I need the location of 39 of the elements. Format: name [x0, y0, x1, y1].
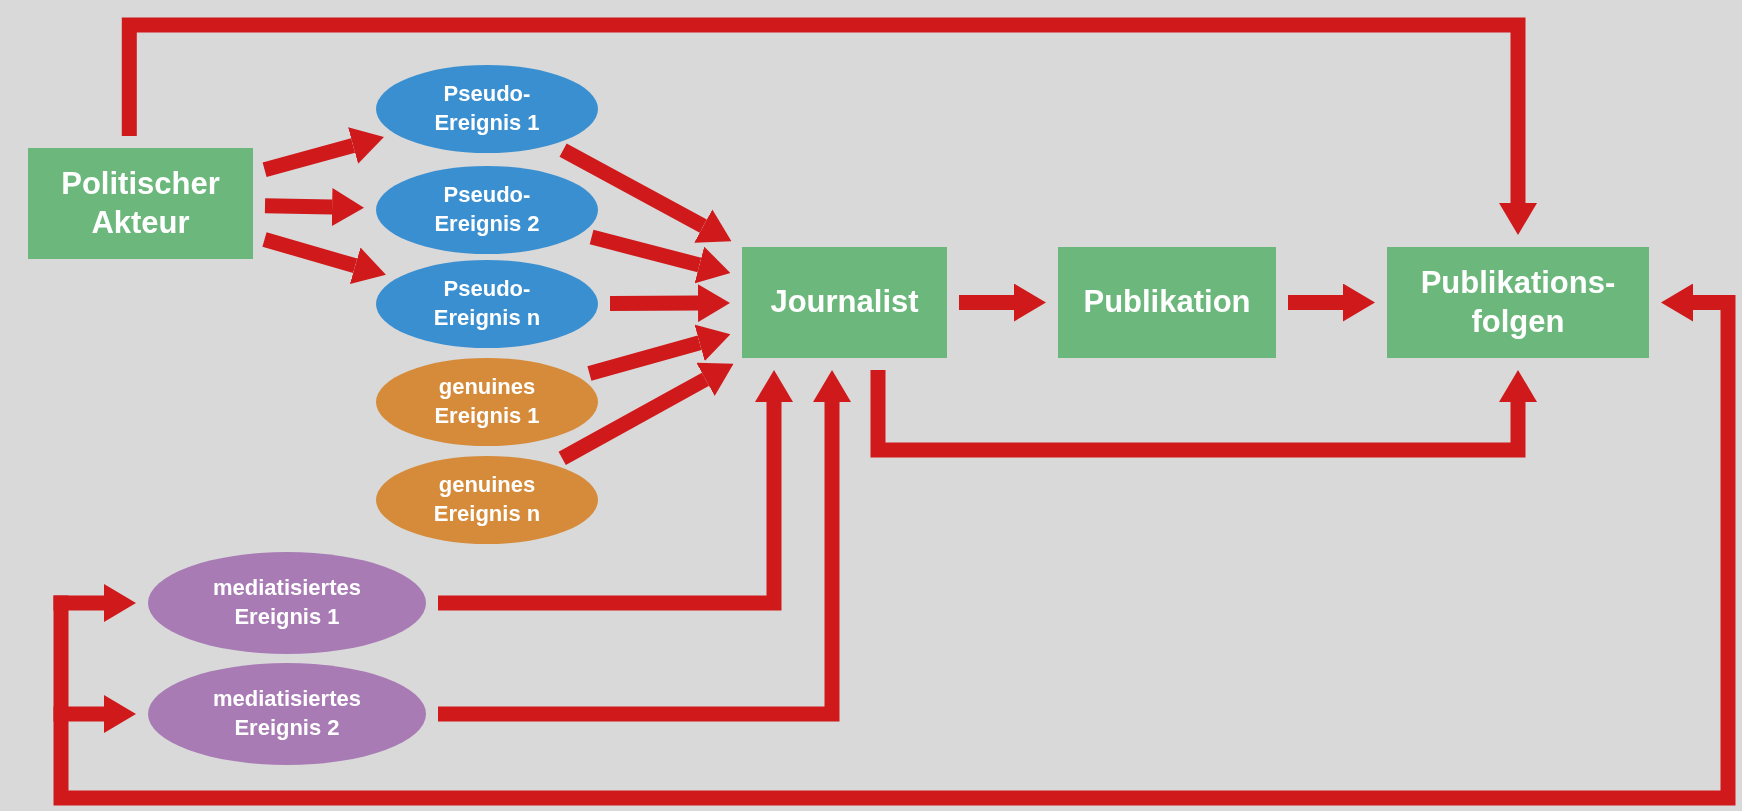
node-label: genuines Ereignis n	[432, 471, 542, 528]
arrow	[53, 695, 136, 733]
event-ellipse	[376, 358, 598, 446]
node-label: genuines Ereignis 1	[433, 373, 541, 430]
arrow	[1288, 283, 1375, 322]
node-label: mediatisiertes Ereignis 1	[212, 574, 362, 631]
process-box	[1058, 247, 1276, 358]
arrow	[264, 188, 365, 227]
node-label: Politischer Akteur	[60, 164, 221, 242]
arrow	[589, 229, 731, 284]
node-label: Pseudo-Ereignis n	[432, 275, 542, 332]
process-box	[1387, 247, 1649, 358]
node-label: Pseudo-Ereignis 2	[433, 181, 541, 238]
arrow	[870, 370, 1537, 458]
arrow	[438, 370, 851, 722]
arrow	[587, 324, 731, 381]
arrow	[53, 584, 136, 622]
actor-box	[28, 148, 253, 259]
node-label: Publikations-folgen	[1419, 263, 1617, 341]
arrow	[438, 370, 793, 611]
node-label: mediatisiertes Ereignis 2	[212, 685, 362, 742]
event-ellipse	[148, 552, 426, 654]
node-label: Publikation	[1083, 283, 1251, 322]
node-label: Pseudo-Ereignis 1	[433, 80, 541, 137]
event-ellipse	[376, 456, 598, 544]
arrow	[53, 283, 1736, 806]
event-ellipse	[376, 65, 598, 153]
arrow	[262, 232, 386, 285]
event-ellipse	[376, 166, 598, 254]
event-ellipse	[376, 260, 598, 348]
arrow	[559, 143, 732, 243]
arrow	[609, 284, 730, 323]
arrow	[121, 17, 1537, 235]
arrow	[959, 283, 1046, 322]
arrow	[262, 127, 384, 177]
process-box	[742, 247, 947, 358]
arrow	[558, 362, 734, 465]
event-ellipse	[148, 663, 426, 765]
node-label: Journalist	[770, 283, 919, 322]
